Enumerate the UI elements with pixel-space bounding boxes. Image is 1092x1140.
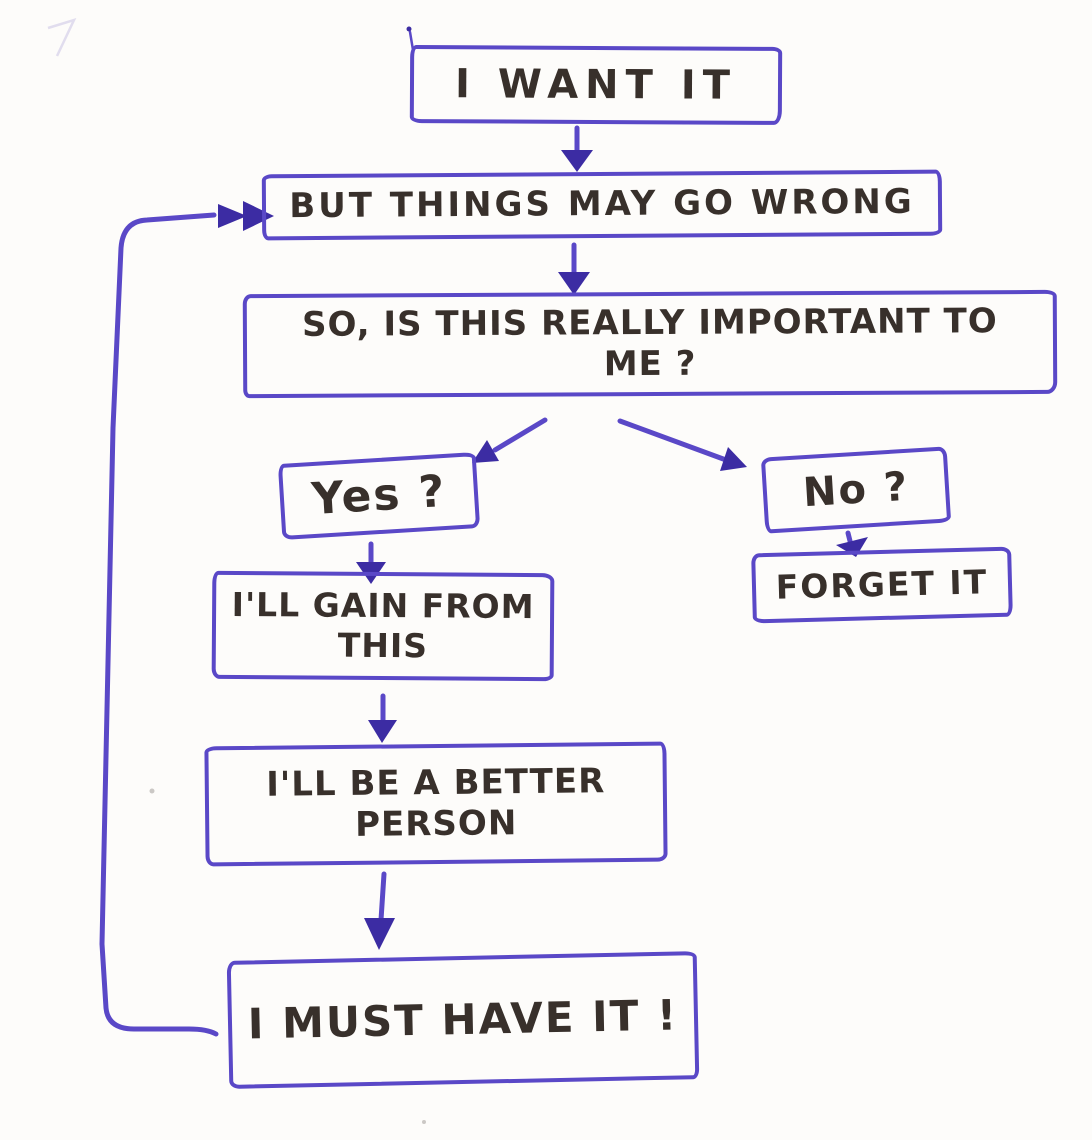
- node-label: No ?: [801, 463, 911, 516]
- arrow-important-to-yes: [472, 417, 548, 463]
- node-i-want-it: I WANT IT: [409, 45, 783, 125]
- node-ill-gain-from-this: I'LL GAIN FROM THIS: [211, 570, 555, 682]
- node-i-must-have-it: I MUST HAVE IT !: [226, 951, 700, 1089]
- paper-smudge: [47, 17, 77, 57]
- node-label: FORGET IT: [775, 562, 989, 607]
- paper-speck: [149, 788, 155, 794]
- node-no: No ?: [760, 446, 952, 534]
- node-yes: Yes ?: [277, 452, 481, 540]
- node-label-line1: SO, IS THIS REALLY IMPORTANT TO: [301, 300, 998, 345]
- arrow-yes-to-gain: [356, 541, 386, 584]
- node-is-this-important: SO, IS THIS REALLY IMPORTANT TO ME ?: [242, 289, 1058, 399]
- loop-back-must-to-wrong: [99, 201, 274, 1037]
- paper-speck: [422, 1120, 426, 1124]
- node-label: Yes ?: [310, 466, 448, 526]
- node-label: I MUST HAVE IT !: [247, 990, 679, 1049]
- node-label: I WANT IT: [454, 60, 738, 109]
- arrow-wrong-to-important: [558, 242, 590, 295]
- node-things-may-go-wrong: BUT THINGS MAY GO WRONG: [261, 169, 943, 241]
- node-label-line2: THIS: [337, 625, 429, 666]
- node-label-line2: PERSON: [354, 803, 518, 845]
- node-label: BUT THINGS MAY GO WRONG: [289, 182, 915, 227]
- arrow-important-to-no: [617, 418, 747, 471]
- node-label-line2: ME ?: [603, 343, 697, 385]
- arrow-want-to-wrong: [561, 125, 593, 172]
- node-ill-be-a-better-person: I'LL BE A BETTER PERSON: [204, 741, 668, 867]
- arrow-gain-to-better: [368, 693, 397, 743]
- node-label-line1: I'LL BE A BETTER: [266, 760, 606, 805]
- arrow-no-to-forget: [836, 530, 868, 557]
- node-label-line1: I'LL GAIN FROM: [231, 584, 535, 626]
- arrow-better-to-must: [364, 871, 395, 950]
- node-forget-it: FORGET IT: [751, 546, 1013, 624]
- pen-tick: [406, 26, 415, 52]
